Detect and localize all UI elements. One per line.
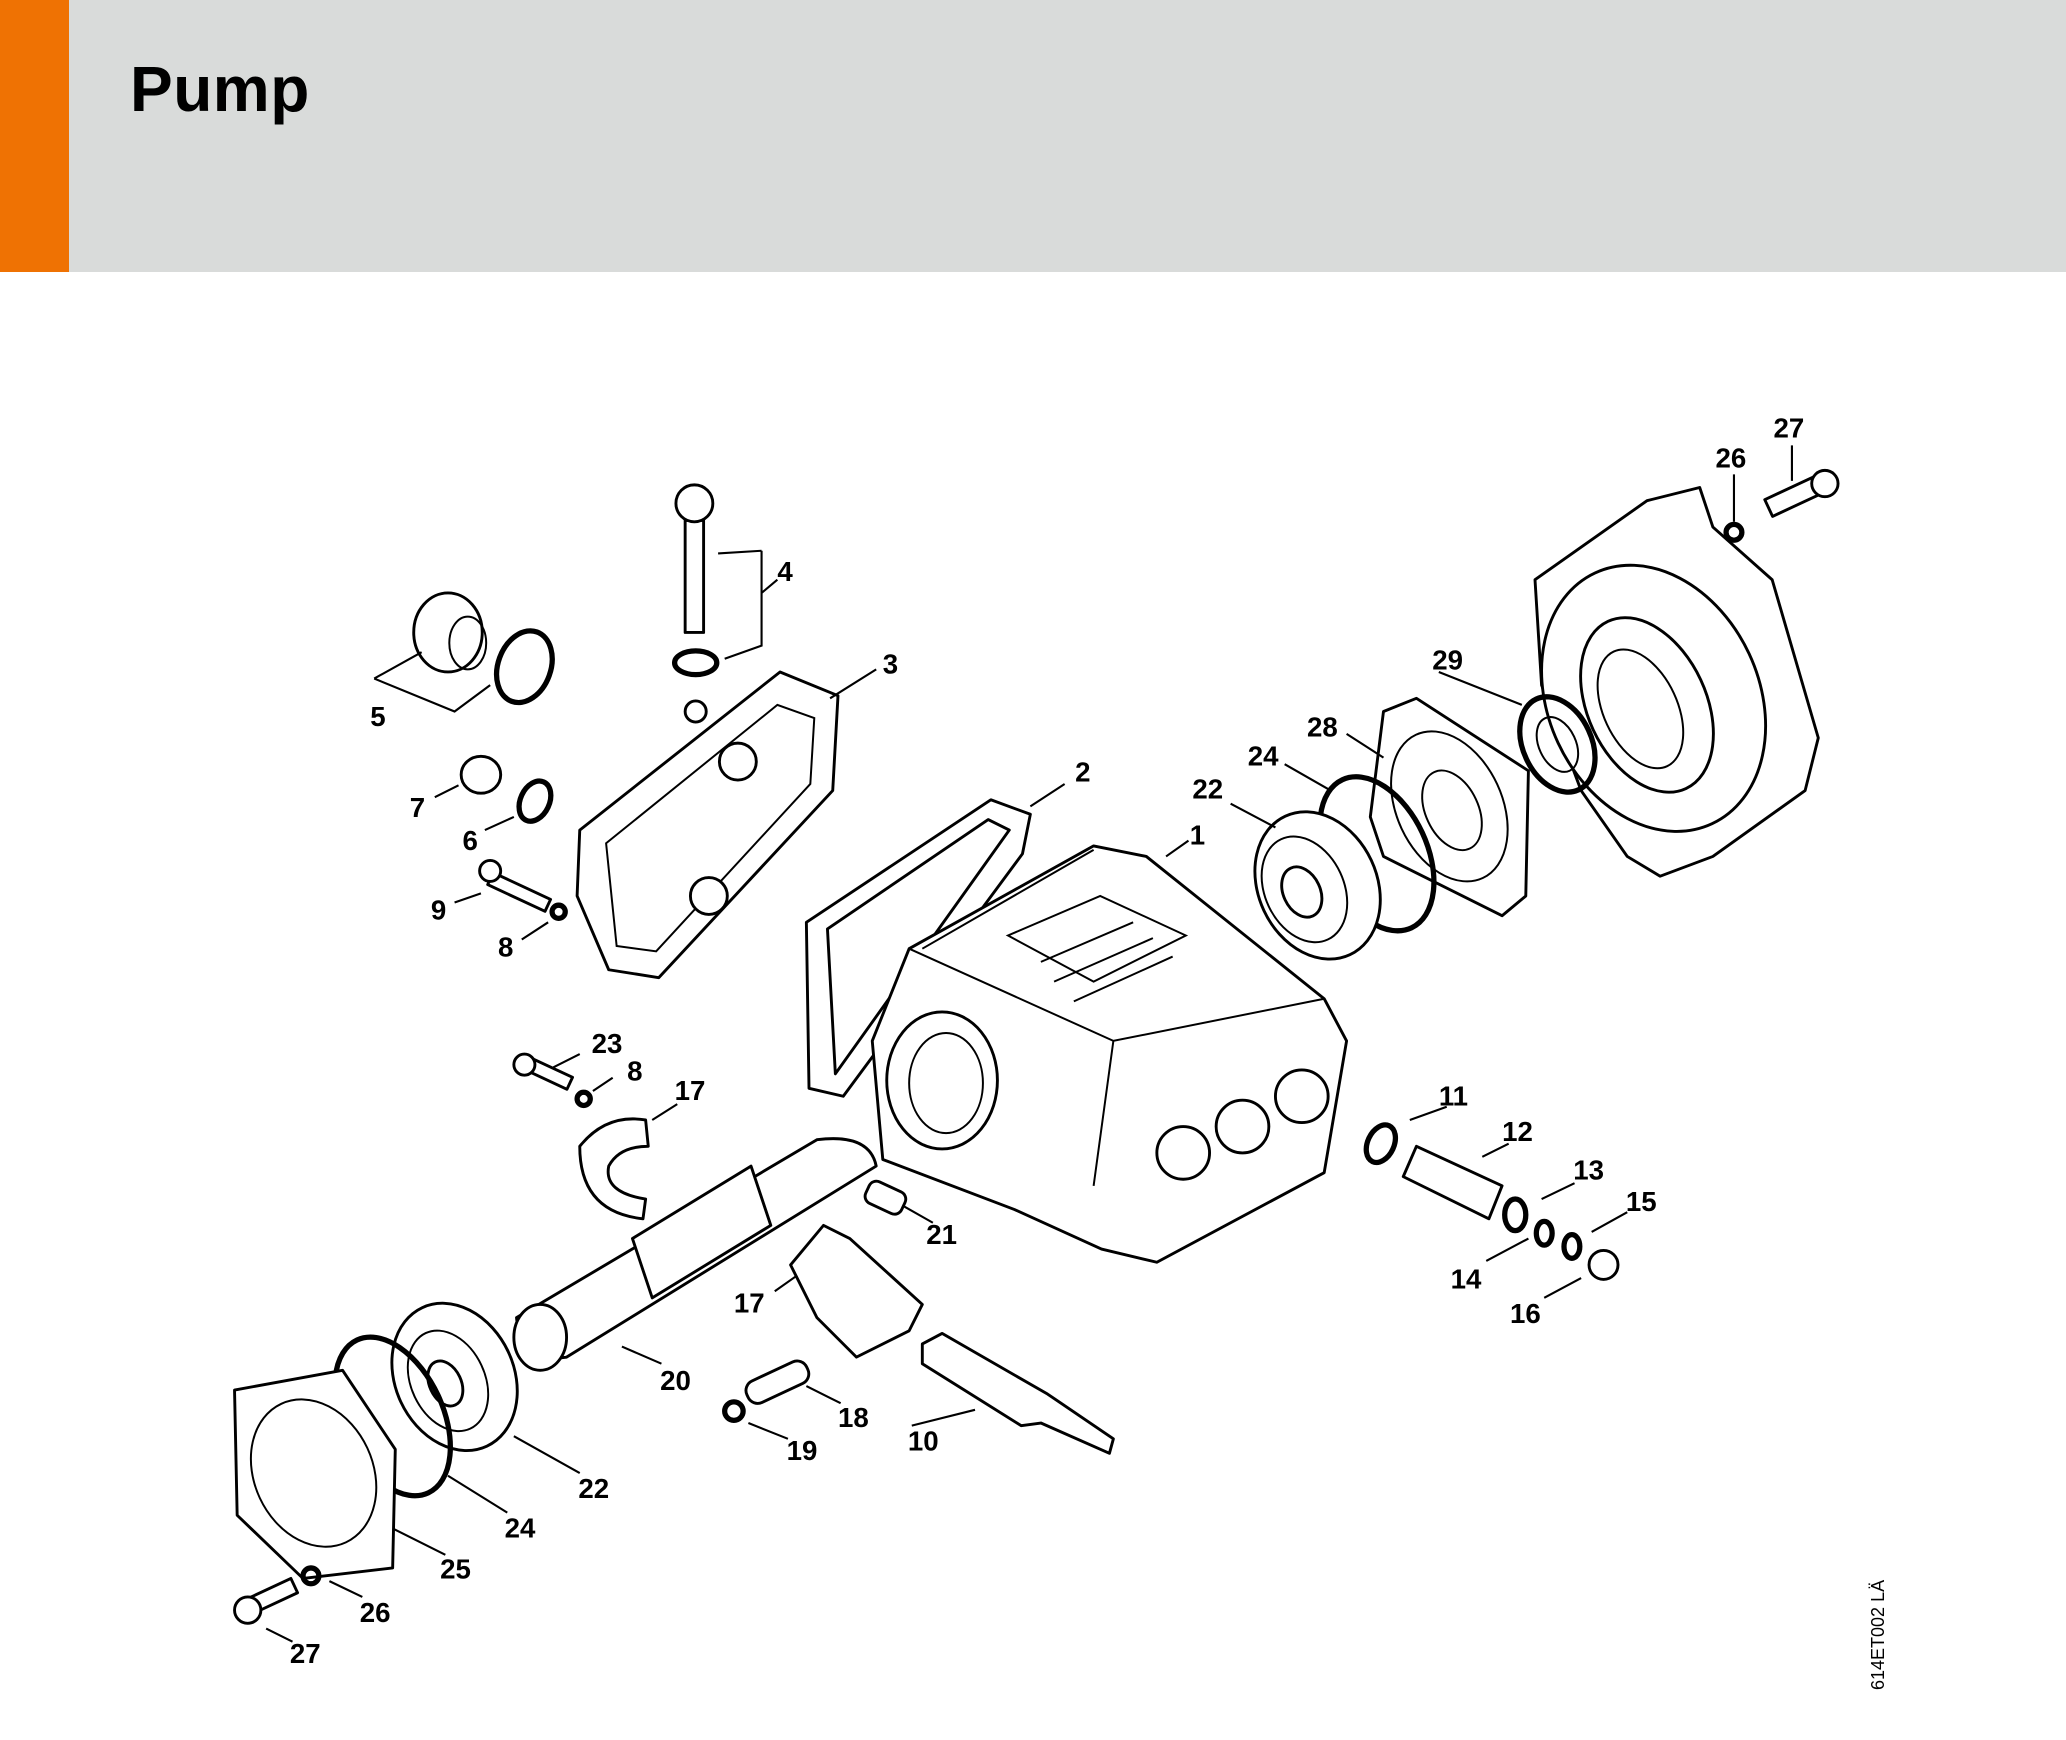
callout-8: 8 bbox=[498, 932, 513, 963]
sleeve-12 bbox=[1401, 1144, 1504, 1221]
flange-28 bbox=[1368, 696, 1530, 918]
washer-26-top bbox=[1723, 521, 1745, 543]
screw-9 bbox=[478, 858, 553, 913]
nut-16 bbox=[1587, 1248, 1620, 1281]
screw-23 bbox=[512, 1052, 574, 1091]
pin-18 bbox=[744, 1359, 811, 1405]
drawing-reference-code: 614ET002 LÄ bbox=[1868, 1579, 1888, 1690]
rear-housing bbox=[1533, 486, 1820, 878]
page-header: Pump bbox=[0, 0, 2066, 272]
clamp-17 bbox=[578, 1117, 650, 1221]
callout-19: 19 bbox=[787, 1435, 818, 1466]
callout-1: 1 bbox=[1190, 820, 1205, 851]
circlip-19 bbox=[722, 1399, 746, 1424]
seal-29 bbox=[1517, 694, 1598, 795]
callout-12: 12 bbox=[1502, 1116, 1533, 1147]
callout-26: 26 bbox=[1716, 443, 1747, 474]
callout-28: 28 bbox=[1307, 712, 1338, 743]
o-ring-15 bbox=[1561, 1231, 1583, 1261]
gasket-2 bbox=[804, 798, 1032, 1098]
bearing-22-bottom bbox=[390, 1301, 519, 1452]
callout-5: 5 bbox=[370, 701, 385, 732]
washer-13 bbox=[1502, 1196, 1529, 1234]
callout-10: 10 bbox=[908, 1426, 939, 1457]
washer-11 bbox=[1363, 1122, 1399, 1166]
callout-22-lower: 22 bbox=[578, 1473, 609, 1504]
connecting-rod-17 bbox=[789, 1223, 924, 1359]
valve-4 bbox=[671, 483, 720, 678]
washer-8-lower bbox=[574, 1089, 593, 1109]
screw-27-top bbox=[1763, 468, 1840, 518]
callout-2: 2 bbox=[1075, 756, 1090, 787]
callout-20: 20 bbox=[660, 1365, 691, 1396]
plug-7 bbox=[459, 754, 503, 795]
plug-5 bbox=[412, 591, 555, 706]
callout-7: 7 bbox=[410, 792, 425, 823]
piston-10 bbox=[920, 1331, 1115, 1455]
callout-labels: 27 26 4 3 5 29 28 2 24 22 1 7 6 9 8 23 8… bbox=[290, 412, 1804, 1668]
callout-15: 15 bbox=[1626, 1186, 1657, 1217]
callout-11: 11 bbox=[1439, 1080, 1468, 1111]
callout-25: 25 bbox=[440, 1553, 471, 1584]
callout-4: 4 bbox=[777, 556, 793, 587]
washer-14 bbox=[1533, 1218, 1555, 1248]
callout-21: 21 bbox=[926, 1219, 957, 1250]
callout-22: 22 bbox=[1192, 773, 1223, 804]
leader-lines bbox=[265, 445, 1793, 1643]
washer-6 bbox=[516, 778, 554, 824]
callout-24-lower: 24 bbox=[505, 1513, 536, 1544]
callout-24: 24 bbox=[1248, 741, 1279, 772]
page-title: Pump bbox=[130, 53, 310, 125]
washer-26-bottom bbox=[300, 1565, 322, 1587]
callout-23: 23 bbox=[592, 1028, 623, 1059]
callout-8-lower: 8 bbox=[627, 1055, 642, 1086]
cover-25 bbox=[233, 1368, 397, 1580]
pump-body-1 bbox=[870, 844, 1349, 1264]
callout-18: 18 bbox=[838, 1402, 869, 1433]
callout-13: 13 bbox=[1573, 1154, 1604, 1185]
callout-6: 6 bbox=[462, 825, 477, 856]
callout-17: 17 bbox=[675, 1075, 706, 1106]
cover-3 bbox=[575, 670, 840, 980]
screw-27-bottom bbox=[233, 1576, 300, 1625]
callout-16: 16 bbox=[1510, 1298, 1541, 1329]
callout-14: 14 bbox=[1451, 1264, 1482, 1295]
accent-bar bbox=[0, 0, 69, 272]
callout-27: 27 bbox=[1773, 412, 1804, 443]
bearing-22-top bbox=[1253, 810, 1382, 961]
washer-8 bbox=[549, 902, 568, 922]
key-21 bbox=[863, 1179, 908, 1216]
callout-26-lower: 26 bbox=[360, 1597, 391, 1628]
callout-29: 29 bbox=[1432, 644, 1463, 675]
callout-3: 3 bbox=[883, 648, 898, 679]
callout-9: 9 bbox=[431, 895, 446, 926]
callout-17-lower: 17 bbox=[734, 1287, 765, 1318]
callout-27-lower: 27 bbox=[290, 1638, 321, 1669]
crankshaft-20 bbox=[512, 1137, 878, 1372]
